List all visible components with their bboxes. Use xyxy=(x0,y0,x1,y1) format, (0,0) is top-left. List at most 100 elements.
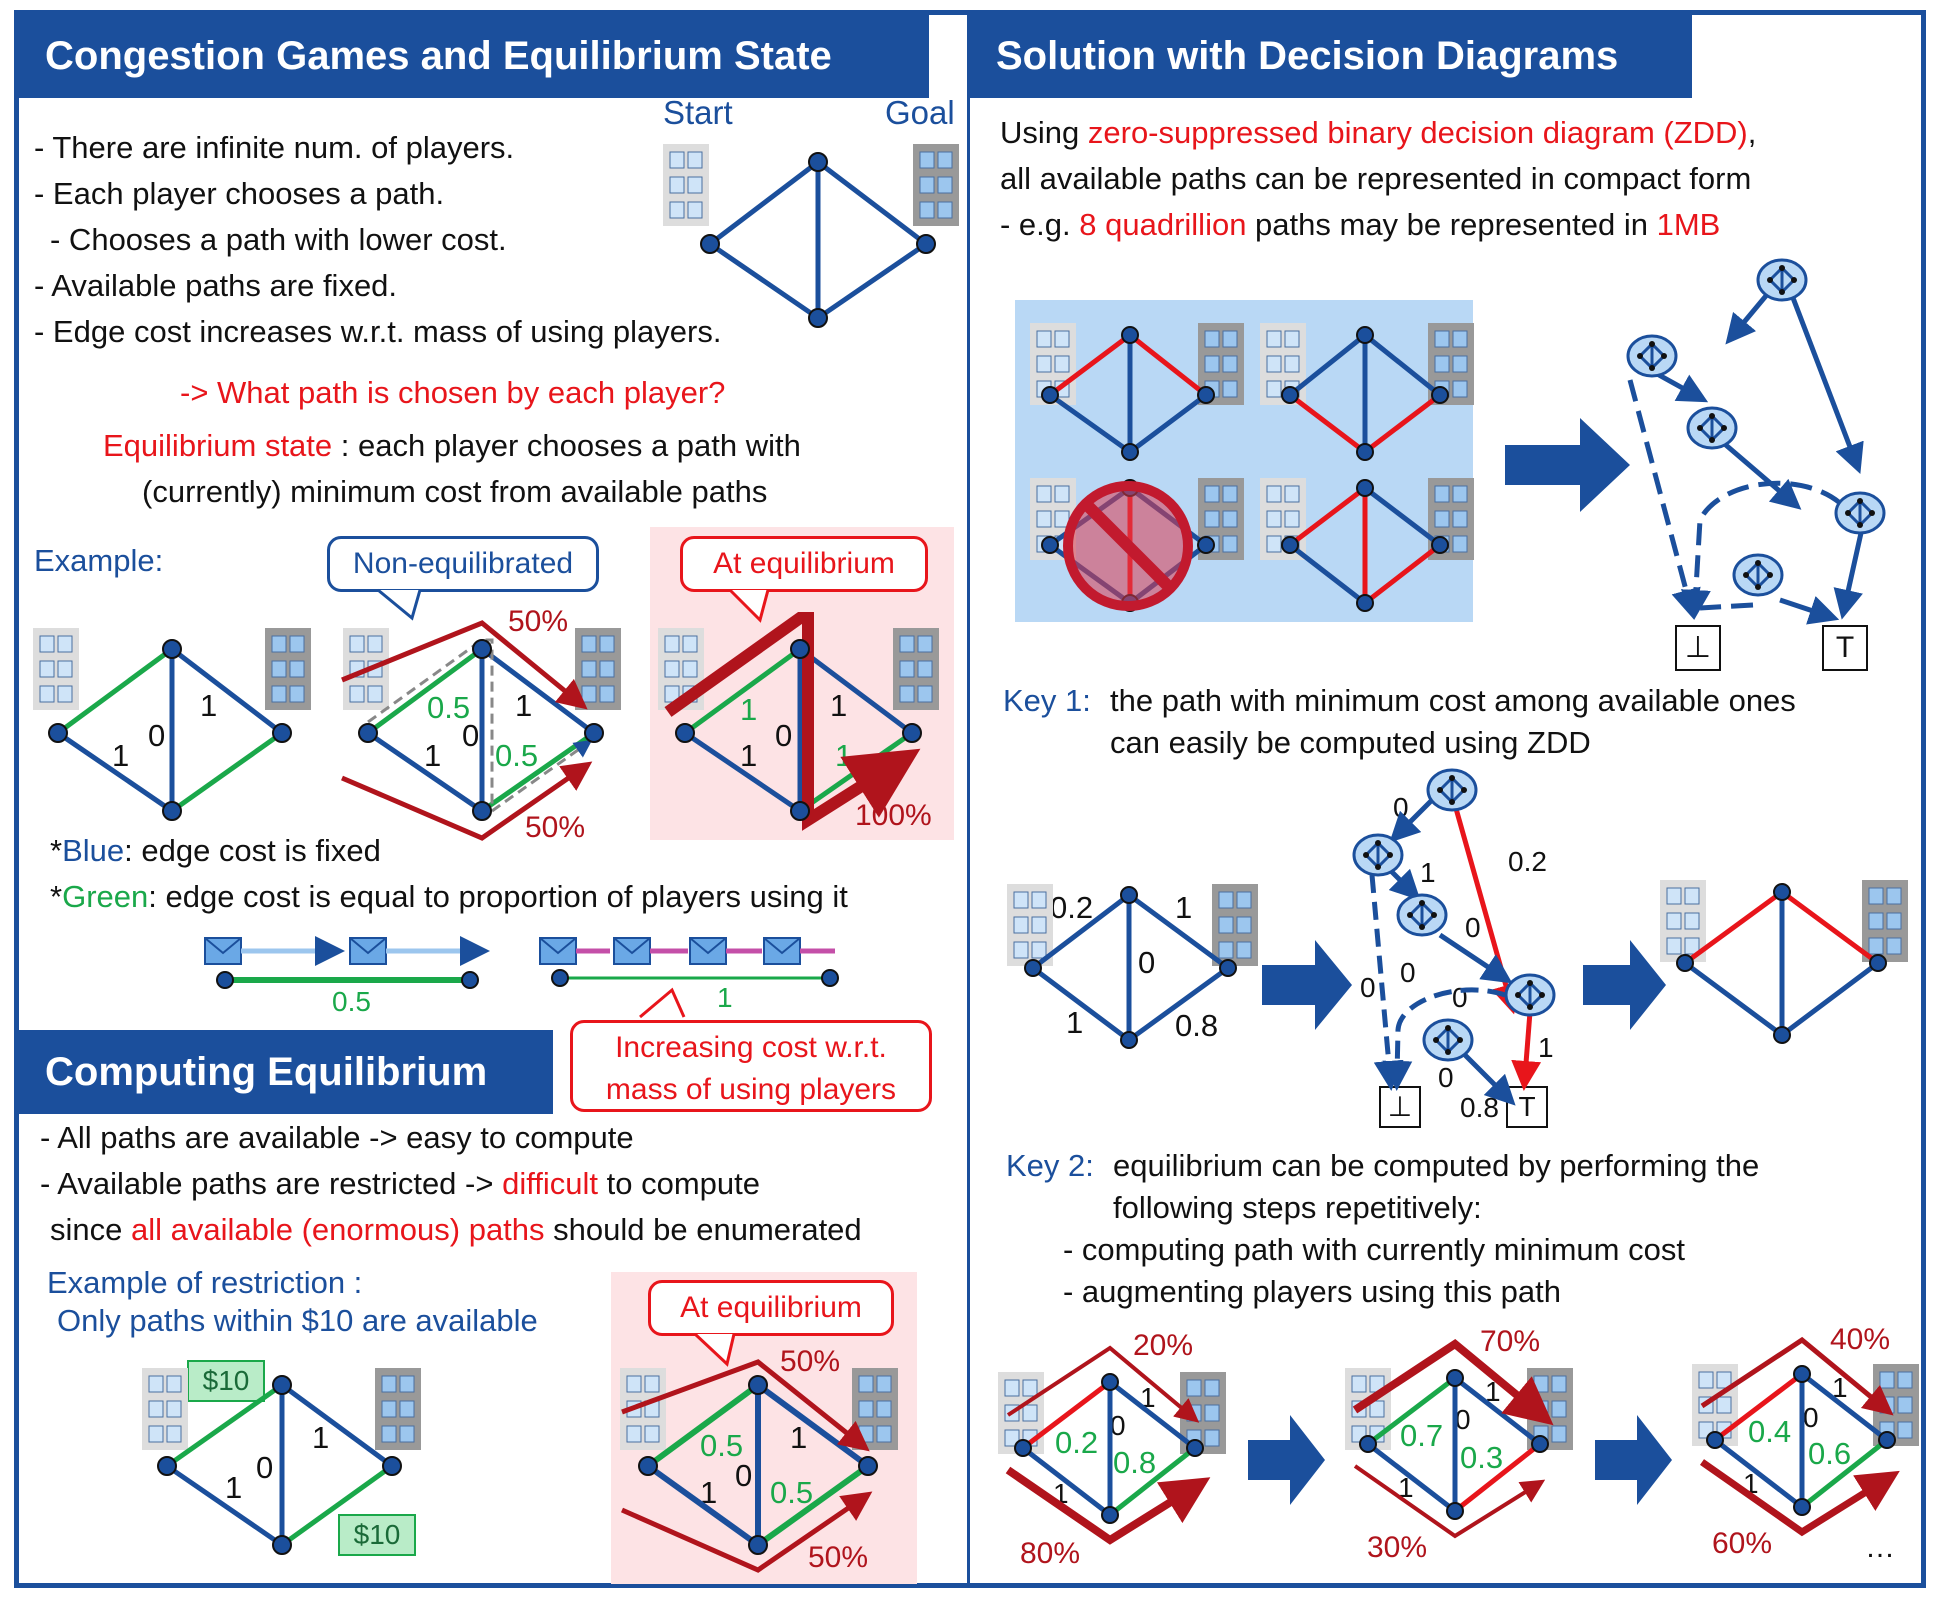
ex2-cost-green-upper: 0.5 xyxy=(427,690,471,725)
non-equilibrated-callout: Non-equilibrated xyxy=(327,536,599,592)
computing-bullet-1: - All paths are available -> easy to com… xyxy=(40,1120,634,1155)
k1-graph-cost-upper-right: 1 xyxy=(1175,890,1193,925)
step1-graph xyxy=(997,1345,1227,1545)
example-graph-2 xyxy=(341,620,622,841)
ex3-cost-lower-left: 1 xyxy=(740,738,758,773)
computing-bullet-3: since all available (enormous) paths sho… xyxy=(50,1212,862,1247)
ex3-cost-green-upper: 1 xyxy=(740,692,758,727)
section-title-congestion: Congestion Games and Equilibrium State xyxy=(19,14,929,98)
restricted-g1-cost-lower-left: 1 xyxy=(225,1470,243,1505)
restricted-g2-cost-green-lower: 0.5 xyxy=(770,1475,814,1510)
ex2-cost-green-lower: 0.5 xyxy=(495,738,539,773)
key2-text-line1: equilibrium can be computed by performin… xyxy=(1113,1148,1760,1183)
available-paths-graphs xyxy=(1029,322,1475,612)
step3-cost-upper-right: 1 xyxy=(1832,1372,1848,1403)
step3-graph xyxy=(1691,1336,1920,1537)
equilibrium-definition-line1: Equilibrium state : each player chooses … xyxy=(103,428,801,463)
step3-cost-green-lower: 0.6 xyxy=(1808,1436,1852,1471)
goal-label: Goal xyxy=(885,94,955,131)
step2-cost-lower-left: 1 xyxy=(1398,1472,1414,1503)
price-tag-top: $10 xyxy=(187,1360,265,1402)
restricted-at-equilibrium-callout: At equilibrium xyxy=(648,1280,894,1336)
question-text: -> What path is chosen by each player? xyxy=(180,375,726,410)
step3-percent-top: 40% xyxy=(1830,1323,1891,1356)
key1-output-graph xyxy=(1659,879,1909,1044)
bullet-edge-cost: - Edge cost increases w.r.t. mass of usi… xyxy=(34,314,722,349)
zdd-top-terminal: T xyxy=(1822,625,1868,671)
step1-cost-green-lower: 0.8 xyxy=(1113,1445,1157,1480)
key1-text-line2: can easily be computed using ZDD xyxy=(1110,725,1591,760)
step2-cost-green-upper: 0.7 xyxy=(1400,1418,1444,1453)
step3-cost-green-upper: 0.4 xyxy=(1748,1414,1792,1449)
key2-text-line4: - augmenting players using this path xyxy=(1063,1274,1562,1309)
restriction-description: Only paths within $10 are available xyxy=(57,1303,538,1338)
bullet-choose-path: - Each player chooses a path. xyxy=(34,176,445,211)
key2-text-line3: - computing path with currently minimum … xyxy=(1063,1232,1685,1267)
step1-percent-top: 20% xyxy=(1133,1329,1194,1362)
restricted-g2-cost-lower-left: 1 xyxy=(700,1475,718,1510)
continuation-ellipsis: … xyxy=(1865,1531,1895,1564)
restricted-g2-cost-middle: 0 xyxy=(735,1458,753,1493)
k1-graph-cost-lower-left: 1 xyxy=(1066,1005,1084,1040)
arrow-to-zdd xyxy=(1505,418,1630,512)
key2-label: Key 2: xyxy=(1006,1148,1094,1183)
restriction-example-label: Example of restriction : xyxy=(47,1265,363,1300)
intro-network-graph xyxy=(662,143,960,328)
key1-input-graph xyxy=(1006,883,1259,1049)
restricted-graph-2 xyxy=(619,1359,899,1573)
restricted-g1-cost-middle: 0 xyxy=(256,1450,274,1485)
ex1-cost-middle: 0 xyxy=(148,718,166,753)
restricted-g2-cost-green-upper: 0.5 xyxy=(700,1428,744,1463)
restricted-g2-cost-upper-right: 1 xyxy=(790,1420,808,1455)
bullet-fixed-paths: - Available paths are fixed. xyxy=(34,268,398,303)
step2-percent-bottom: 30% xyxy=(1367,1531,1428,1564)
ex2-percent-top: 50% xyxy=(508,605,569,638)
restricted-g2-percent-bottom: 50% xyxy=(808,1541,869,1574)
k1-zdd-label-b: 1 xyxy=(1420,857,1436,888)
blue-legend: *Blue: edge cost is fixed xyxy=(50,833,381,868)
edge-big-value: 1 xyxy=(717,982,733,1013)
computing-bullet-2: - Available paths are restricted -> diff… xyxy=(40,1166,760,1201)
equilibrium-definition-line2: (currently) minimum cost from available … xyxy=(142,474,768,509)
ex1-cost-upper-right: 1 xyxy=(200,688,218,723)
k1-zdd-label-e: 0 xyxy=(1360,972,1376,1003)
ex2-cost-middle: 0 xyxy=(462,718,480,753)
section-title-decision-diagrams: Solution with Decision Diagrams xyxy=(970,14,1692,98)
poster-frame xyxy=(14,10,1926,1588)
start-label: Start xyxy=(663,94,733,131)
step2-graph xyxy=(1344,1339,1574,1539)
at-equilibrium-callout: At equilibrium xyxy=(680,536,928,592)
k1-zdd-label-d: 0 xyxy=(1465,912,1481,943)
example-graph-3 xyxy=(657,612,940,831)
k1-graph-cost-middle: 0 xyxy=(1138,945,1156,980)
ex3-cost-middle: 0 xyxy=(775,718,793,753)
k1-zdd-label-c: 0.2 xyxy=(1508,846,1547,877)
ex2-cost-lower-left: 1 xyxy=(424,738,442,773)
example-label: Example: xyxy=(34,543,164,578)
section-title-computing: Computing Equilibrium xyxy=(19,1030,553,1114)
ex3-cost-upper-right: 1 xyxy=(830,688,848,723)
ex2-percent-bottom: 50% xyxy=(525,811,586,844)
step2-cost-green-lower: 0.3 xyxy=(1460,1440,1504,1475)
step3-percent-bottom: 60% xyxy=(1712,1527,1773,1560)
example-graph-1 xyxy=(32,627,312,821)
green-legend: *Green: edge cost is equal to proportion… xyxy=(50,879,848,914)
price-tag-bottom: $10 xyxy=(338,1514,416,1556)
cost-illustration-edges xyxy=(204,936,839,989)
k1-zdd-label-f: 0 xyxy=(1400,957,1416,988)
restricted-g1-cost-upper-right: 1 xyxy=(312,1420,330,1455)
step3-cost-middle: 0 xyxy=(1803,1402,1819,1433)
step2-percent-top: 70% xyxy=(1480,1325,1541,1358)
step2-cost-upper-right: 1 xyxy=(1485,1376,1501,1407)
k1-graph-cost-upper-left: 0.2 xyxy=(1050,890,1094,925)
zdd-intro-line1: Using zero-suppressed binary decision di… xyxy=(1000,115,1757,150)
step1-cost-middle: 0 xyxy=(1110,1410,1126,1441)
zdd-intro-line2: all available paths can be represented i… xyxy=(1000,161,1752,196)
step2-cost-middle: 0 xyxy=(1455,1404,1471,1435)
step1-percent-bottom: 80% xyxy=(1020,1537,1081,1570)
edge-small-value: 0.5 xyxy=(332,986,371,1017)
zdd-intro-line3: - e.g. 8 quadrillion paths may be repres… xyxy=(1000,207,1721,242)
key1-text-line1: the path with minimum cost among availab… xyxy=(1110,683,1796,718)
step1-cost-green-upper: 0.2 xyxy=(1055,1425,1099,1460)
